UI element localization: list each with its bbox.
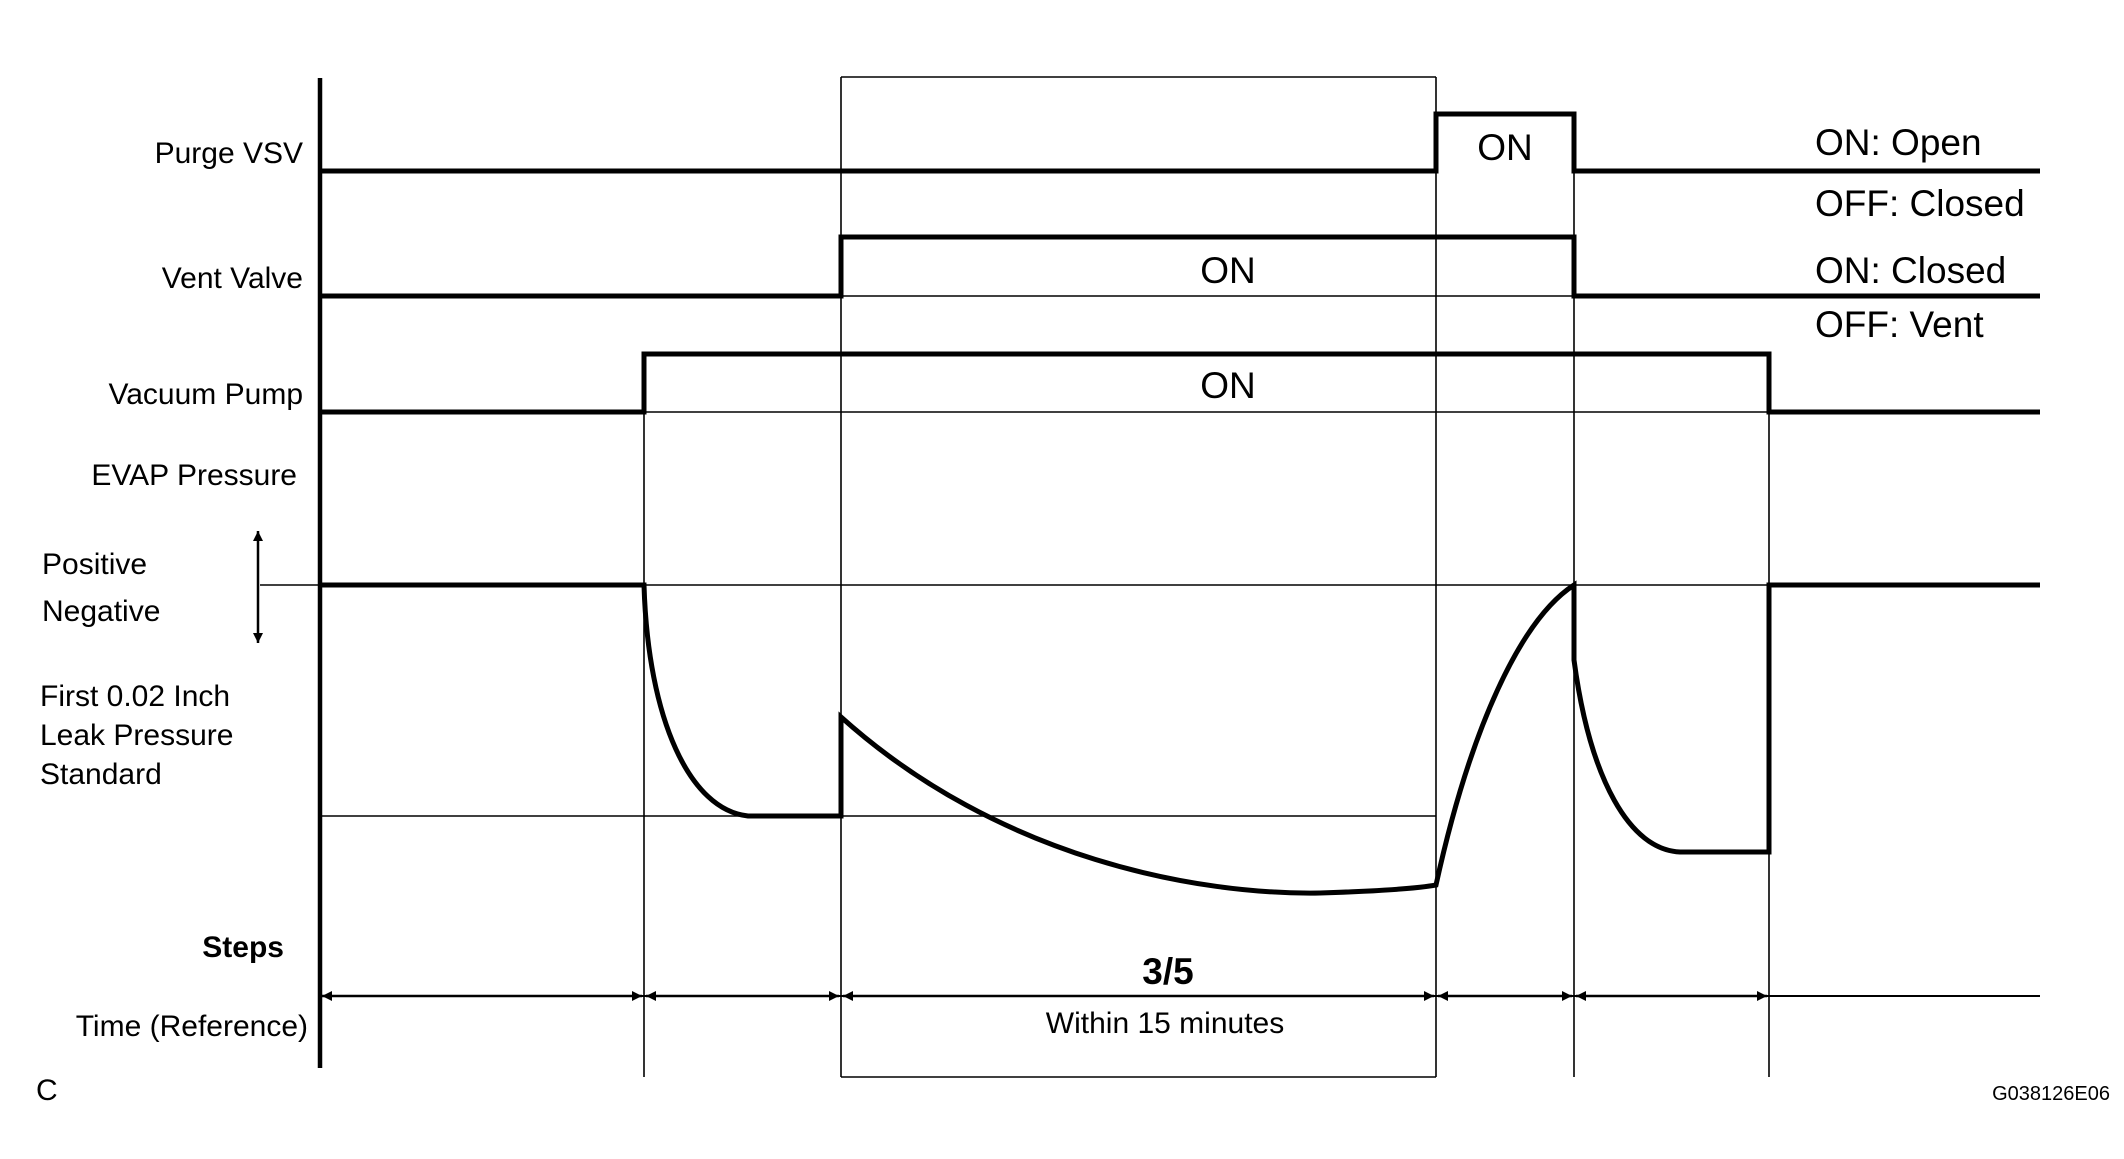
leak-standard-line-3: Standard — [40, 758, 162, 791]
vent-valve-signal — [320, 234, 2040, 299]
figure-code: G038126E06 — [1992, 1083, 2110, 1105]
corner-letter: C — [36, 1074, 58, 1107]
negative-label: Negative — [42, 595, 160, 628]
positive-label: Positive — [42, 548, 147, 581]
legend-vent-on: ON: Closed — [1815, 250, 2006, 291]
leak-standard-line-1: First 0.02 Inch — [40, 680, 230, 713]
legend-purge-off: OFF: Closed — [1815, 183, 2025, 224]
evap-pressure-label: EVAP Pressure — [91, 459, 297, 492]
purge-vsv-label: Purge VSV — [155, 137, 303, 170]
purge-on-text: ON — [1477, 127, 1533, 168]
legend-vent-off: OFF: Vent — [1815, 304, 1984, 345]
leak-standard-line-2: Leak Pressure — [40, 719, 233, 752]
vent-valve-label: Vent Valve — [162, 262, 303, 295]
steps-label: Steps — [202, 931, 284, 964]
vent-on-text: ON — [1200, 250, 1256, 291]
step-time: Within 15 minutes — [1046, 1007, 1284, 1040]
legend-purge-on: ON: Open — [1815, 122, 1982, 163]
vacuum-pump-signal — [320, 351, 2040, 415]
time-reference-label: Time (Reference) — [76, 1010, 308, 1043]
evap-pressure-curve — [320, 580, 2040, 896]
purge-vsv-signal — [320, 111, 2040, 174]
pump-on-text: ON — [1200, 365, 1256, 406]
step-number: 3/5 — [1142, 951, 1193, 992]
vacuum-pump-label: Vacuum Pump — [108, 378, 303, 411]
